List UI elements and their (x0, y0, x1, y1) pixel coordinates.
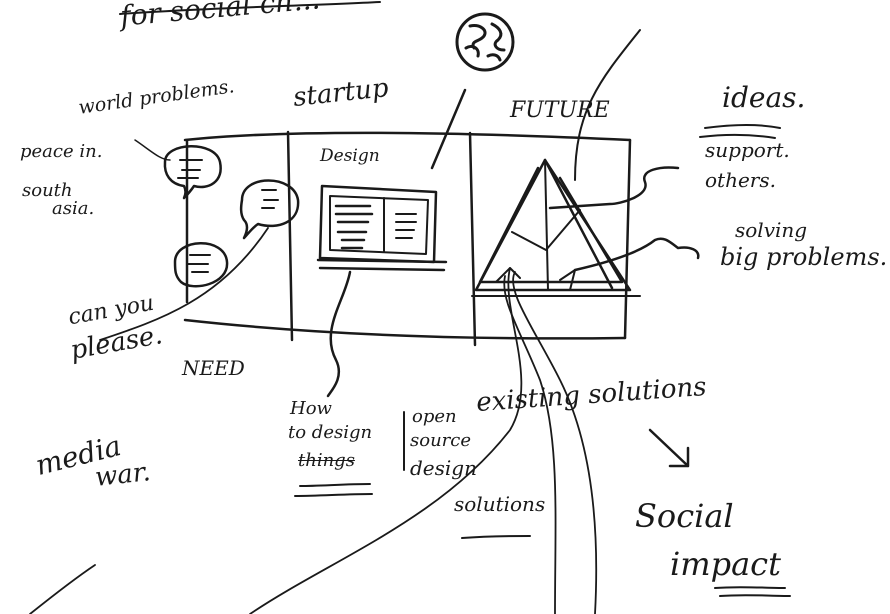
label-peace-in: peace in. (20, 141, 103, 162)
label-war: war. (93, 457, 153, 493)
flow-line-right-2 (512, 271, 598, 614)
label-need: NEED (182, 356, 245, 380)
social-arrow (648, 428, 690, 468)
three-panel-strip (183, 130, 632, 347)
flow-line-right-1 (503, 275, 557, 614)
globe-connector-line (430, 88, 467, 170)
label-asia: asia. (52, 198, 95, 219)
pointer-line (134, 139, 171, 161)
label-solving: solving (735, 218, 808, 242)
design-pointer-stroke (326, 270, 352, 398)
globe-icon (455, 12, 515, 72)
speech-bubble-icon (173, 242, 229, 288)
how-underline (294, 483, 373, 497)
solving-arrow (573, 237, 700, 272)
label-how: How (290, 398, 332, 419)
rising-line (574, 29, 641, 181)
open-underline (461, 535, 531, 539)
label-social: Social (635, 497, 734, 535)
flow-line-left (99, 227, 269, 341)
label-things: things (298, 450, 355, 471)
label-support: support. (705, 138, 790, 162)
header-underline-stroke (119, 1, 381, 15)
flow-line-media (29, 564, 96, 614)
label-design: Design (320, 146, 380, 166)
label-open: open (412, 406, 457, 427)
label-south: south (22, 180, 73, 201)
label-to-design: to design (288, 422, 373, 443)
label-design-2: design (410, 456, 477, 480)
impact-underline (714, 586, 791, 597)
support-arrow (548, 166, 680, 210)
flow-line-center (249, 267, 523, 614)
ideas-underline (699, 124, 781, 139)
triangle-sketch (471, 158, 641, 297)
label-big-problems: big problems. (720, 243, 888, 271)
speech-bubble-icon (163, 145, 222, 200)
label-impact: impact (670, 545, 781, 583)
laptop-icon (316, 184, 448, 272)
label-others: others. (705, 168, 776, 192)
label-ideas: ideas. (722, 81, 806, 114)
speech-bubble-icon (239, 179, 300, 240)
label-source: source (410, 430, 472, 451)
label-solutions: solutions (454, 492, 546, 516)
label-future: FUTURE (510, 98, 610, 123)
